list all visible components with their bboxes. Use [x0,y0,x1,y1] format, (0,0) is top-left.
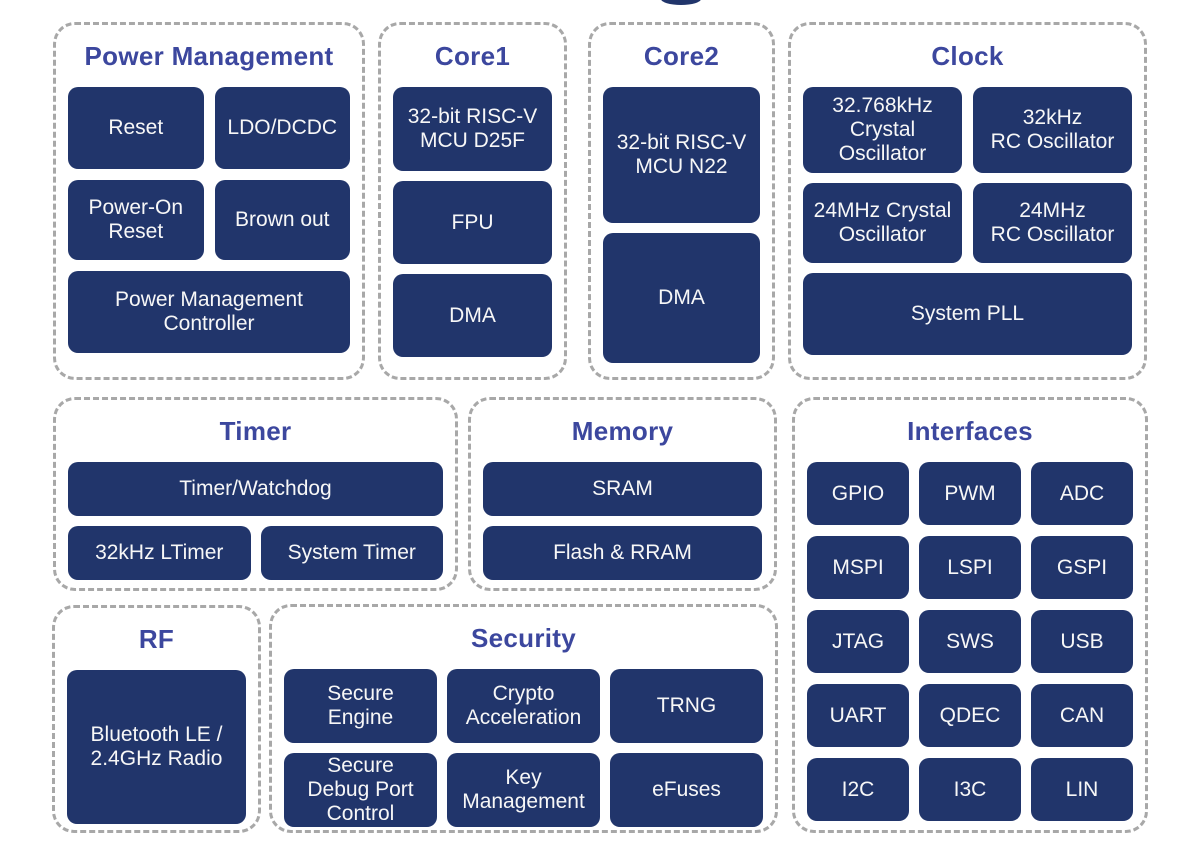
rf-blocks: Bluetooth LE / 2.4GHz Radio [67,670,246,824]
memory-blocks: SRAM Flash & RRAM [483,462,762,580]
block-pwm: PWM [919,462,1021,525]
block-i3c: I3C [919,758,1021,821]
section-rf: RF Bluetooth LE / 2.4GHz Radio [52,605,261,833]
block-mspi: MSPI [807,536,909,599]
core1-blocks: 32-bit RISC-V MCU D25F FPU DMA [393,87,552,357]
clock-title: Clock [931,41,1004,71]
block-secure-debug-port-control: Secure Debug Port Control [284,753,437,827]
block-can: CAN [1031,684,1133,747]
block-lspi: LSPI [919,536,1021,599]
block-jtag: JTAG [807,610,909,673]
block-sws: SWS [919,610,1021,673]
cropped-title-fragment [661,0,701,5]
block-i2c: I2C [807,758,909,821]
section-power-management: Power Management Reset LDO/DCDC Power-On… [53,22,365,380]
block-core1-mcu: 32-bit RISC-V MCU D25F [393,87,552,171]
block-32khz-rc-oscillator: 32kHz RC Oscillator [973,87,1132,173]
block-gpio: GPIO [807,462,909,525]
core1-title: Core1 [434,41,511,71]
core2-title: Core2 [643,41,720,71]
block-gspi: GSPI [1031,536,1133,599]
block-timer-watchdog: Timer/Watchdog [68,462,443,516]
section-core1: Core1 32-bit RISC-V MCU D25F FPU DMA [378,22,567,380]
clock-blocks: 32.768kHz Crystal Oscillator 32kHz RC Os… [803,87,1132,355]
block-24mhz-crystal-oscillator: 24MHz Crystal Oscillator [803,183,962,263]
block-usb: USB [1031,610,1133,673]
block-crypto-acceleration: Crypto Acceleration [447,669,600,743]
block-key-management: Key Management [447,753,600,827]
block-bluetooth-le-radio: Bluetooth LE / 2.4GHz Radio [67,670,246,824]
block-lin: LIN [1031,758,1133,821]
block-core1-dma: DMA [393,274,552,357]
block-32768khz-crystal-oscillator: 32.768kHz Crystal Oscillator [803,87,962,173]
section-interfaces: Interfaces GPIO PWM ADC MSPI LSPI GSPI J… [792,397,1148,833]
block-power-on-reset: Power-On Reset [68,180,204,260]
block-core2-dma: DMA [603,233,760,363]
block-ldo-dcdc: LDO/DCDC [214,87,350,169]
memory-title: Memory [571,416,674,446]
section-clock: Clock 32.768kHz Crystal Oscillator 32kHz… [788,22,1147,380]
block-core2-mcu: 32-bit RISC-V MCU N22 [603,87,760,223]
security-title: Security [470,623,576,653]
block-reset: Reset [68,87,204,169]
timer-title: Timer [219,416,292,446]
block-efuses: eFuses [610,753,763,827]
timer-blocks: Timer/Watchdog 32kHz LTimer System Timer [68,462,443,580]
block-qdec: QDEC [919,684,1021,747]
section-timer: Timer Timer/Watchdog 32kHz LTimer System… [53,397,458,591]
block-brown-out: Brown out [214,180,350,260]
block-system-timer: System Timer [260,526,443,580]
interfaces-blocks: GPIO PWM ADC MSPI LSPI GSPI JTAG SWS USB… [807,462,1133,821]
block-24mhz-rc-oscillator: 24MHz RC Oscillator [973,183,1132,263]
power-management-blocks: Reset LDO/DCDC Power-On Reset Brown out … [68,87,350,353]
block-system-pll: System PLL [803,273,1132,355]
block-adc: ADC [1031,462,1133,525]
section-core2: Core2 32-bit RISC-V MCU N22 DMA [588,22,775,380]
rf-title: RF [138,624,175,654]
power-management-title: Power Management [84,41,334,71]
block-uart: UART [807,684,909,747]
section-security: Security Secure Engine Crypto Accelerati… [269,604,778,833]
security-blocks: Secure Engine Crypto Acceleration TRNG S… [284,669,763,827]
section-memory: Memory SRAM Flash & RRAM [468,397,777,591]
interfaces-title: Interfaces [907,416,1033,446]
block-secure-engine: Secure Engine [284,669,437,743]
block-sram: SRAM [483,462,762,516]
block-trng: TRNG [610,669,763,743]
block-power-management-controller: Power Management Controller [68,271,350,353]
block-core1-fpu: FPU [393,181,552,264]
block-flash-rram: Flash & RRAM [483,526,762,580]
block-32khz-ltimer: 32kHz LTimer [68,526,251,580]
core2-blocks: 32-bit RISC-V MCU N22 DMA [603,87,760,363]
